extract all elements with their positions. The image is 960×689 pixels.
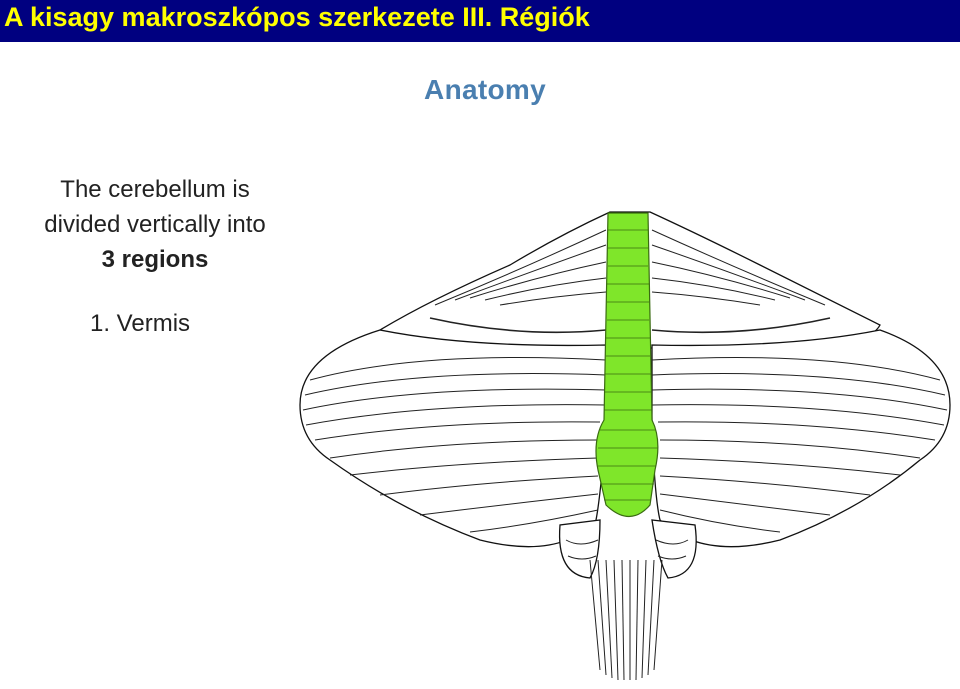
- vermis-highlight: [595, 212, 659, 518]
- slide-title: A kisagy makroszkópos szerkezete III. Ré…: [4, 2, 590, 32]
- figure-caption: The cerebellum is divided vertically int…: [10, 172, 300, 277]
- title-bar: A kisagy makroszkópos szerkezete III. Ré…: [0, 0, 960, 42]
- figure-heading: Anatomy: [424, 74, 546, 105]
- caption-line-1: The cerebellum is: [60, 176, 250, 203]
- region-list-item-vermis: 1. Vermis: [90, 310, 191, 337]
- brainstem-lines: [589, 559, 663, 681]
- caption-line-2: divided vertically into: [44, 211, 266, 238]
- cerebellum-illustration: [299, 211, 951, 681]
- caption-line-3: 3 regions: [101, 246, 209, 273]
- cerebellum-outline: [299, 211, 951, 579]
- folia-lines: [302, 229, 948, 560]
